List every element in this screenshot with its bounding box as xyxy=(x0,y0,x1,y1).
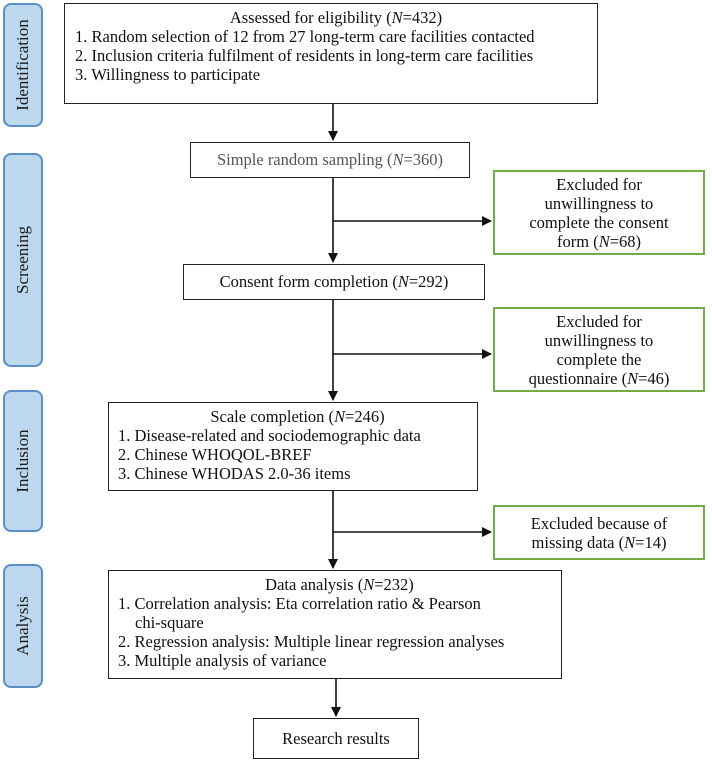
excluded-consent-line-3: complete the consent xyxy=(529,212,669,232)
scale-box: Scale completion (N=246) 1. Disease-rela… xyxy=(108,402,478,491)
excluded-consent-line-4: form (N=68) xyxy=(556,231,642,251)
consent-box: Consent form completion (N=292) xyxy=(183,264,485,300)
excluded-consent-line-1: Excluded for xyxy=(556,174,642,194)
analysis-item-3: 3. Multiple analysis of variance xyxy=(118,651,327,670)
eligibility-item-2: 2. Inclusion criteria fulfilment of resi… xyxy=(75,46,534,65)
eligibility-item-3: 3. Willingness to participate xyxy=(75,65,261,84)
phase-analysis: Analysis xyxy=(3,564,43,688)
excluded-questionnaire-box: Excluded for unwillingness to complete t… xyxy=(493,307,705,392)
excluded-questionnaire-line-1: Excluded for xyxy=(556,311,642,331)
analysis-title: Data analysis (N=232) xyxy=(265,575,414,594)
excluded-questionnaire-line-3: complete the xyxy=(556,349,642,369)
results-label: Research results xyxy=(282,729,390,748)
scale-item-3: 3. Chinese WHODAS 2.0-36 items xyxy=(118,464,351,483)
analysis-item-1: 1. Correlation analysis: Eta correlation… xyxy=(118,594,481,613)
eligibility-box: Assessed for eligibility (N=432) 1. Rand… xyxy=(64,3,598,104)
excluded-missing-line-1: Excluded because of xyxy=(530,513,668,533)
scale-item-1: 1. Disease-related and sociodemographic … xyxy=(118,426,421,445)
eligibility-item-1: 1. Random selection of 12 from 27 long-t… xyxy=(75,27,535,46)
analysis-box: Data analysis (N=232) 1. Correlation ana… xyxy=(108,570,562,679)
phase-screening: Screening xyxy=(3,153,43,367)
excluded-missing-box: Excluded because of missing data (N=14) xyxy=(493,505,705,560)
excluded-questionnaire-line-4: questionnaire (N=46) xyxy=(528,368,670,388)
results-box: Research results xyxy=(253,718,419,759)
analysis-item-2: 2. Regression analysis: Multiple linear … xyxy=(118,632,505,651)
excluded-missing-line-2: missing data (N=14) xyxy=(531,532,667,552)
eligibility-title: Assessed for eligibility (N=432) xyxy=(229,8,443,27)
excluded-consent-line-2: unwillingness to xyxy=(544,193,654,213)
scale-item-2: 2. Chinese WHOQOL-BREF xyxy=(118,445,312,464)
excluded-consent-box: Excluded for unwillingness to complete t… xyxy=(493,170,705,255)
scale-title: Scale completion (N=246) xyxy=(210,407,385,426)
phase-identification: Identification xyxy=(3,3,43,127)
phase-inclusion: Inclusion xyxy=(3,390,43,532)
analysis-item-1-cont: chi-square xyxy=(135,613,204,632)
sampling-box: Simple random sampling (N=360) xyxy=(190,142,470,178)
excluded-questionnaire-line-2: unwillingness to xyxy=(544,330,654,350)
